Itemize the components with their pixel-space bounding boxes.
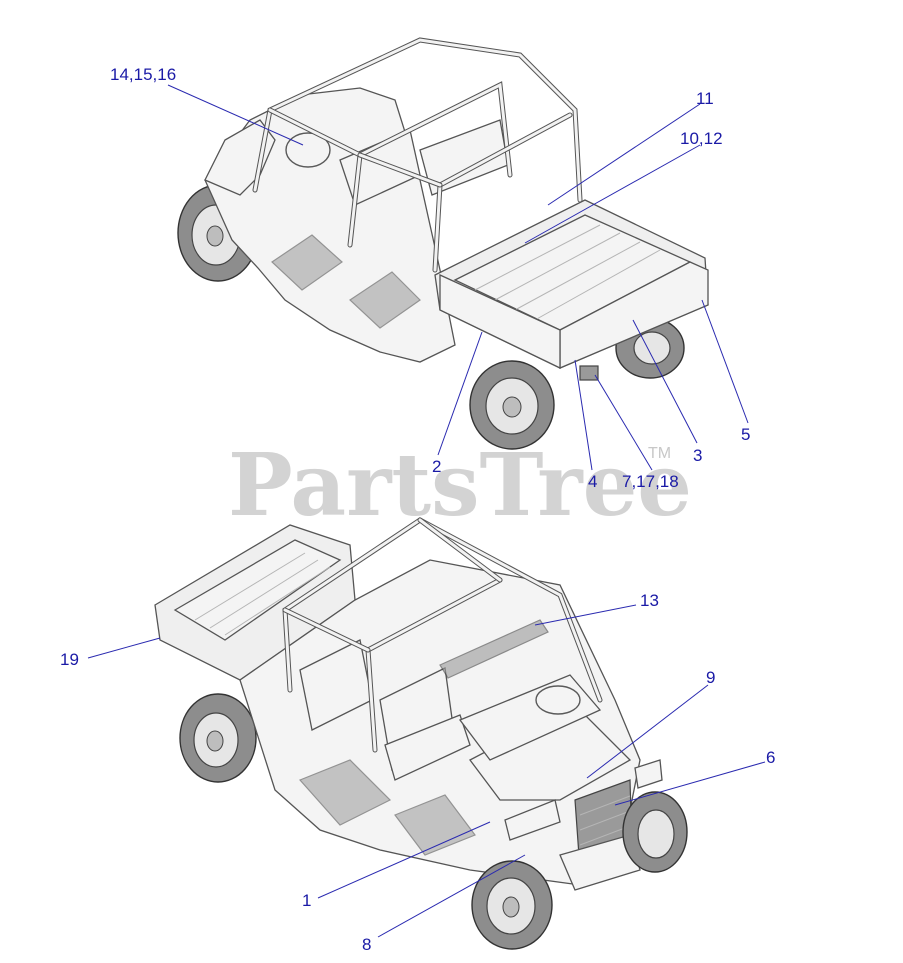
floor-top-rear [349,271,421,329]
leader-11 [547,103,701,206]
leader-5 [701,299,749,424]
cargo-bed-slats-bottom [194,552,331,636]
watermark: PartsTree TM [228,435,692,536]
callout-7-17-18: 7,17,18 [622,472,679,491]
steering-wheel-bottom [535,685,581,715]
vehicle-top-view [177,37,709,450]
bed-side-top [439,273,561,370]
callout-10-12: 10,12 [680,129,723,148]
callout-19: 19 [60,650,79,669]
callout-11: 11 [696,89,714,108]
watermark-text: PartsTree [228,435,692,536]
roll-cage-bottom [282,517,603,753]
vehicle-bottom-view [154,517,688,950]
callout-5: 5 [741,425,750,444]
wheel-top-rear-near [469,360,555,450]
callout-8: 8 [362,935,371,954]
callout-1: 1 [302,891,311,910]
leader-9 [586,684,709,779]
grille-slats [579,795,631,846]
leader-3 [632,319,698,444]
wheel-bottom-rear [179,693,257,783]
leader-6 [614,761,766,806]
floor-top-front [271,234,343,291]
headlight-left [504,799,561,841]
roll-cage-top [252,37,583,273]
dash-bottom [458,674,602,761]
wheel-bottom-front-near [471,860,553,950]
leader-4 [574,359,593,471]
leader-14-15-16 [167,84,304,146]
callout-14-15-16: 14,15,16 [110,65,176,84]
leader-10-12 [524,144,701,244]
leader-13 [534,604,637,626]
leader-1 [317,821,491,899]
steering-wheel-top [285,132,331,168]
roof-light-bar [439,619,549,679]
body-top-chassis [204,87,456,363]
leader-7-17-18 [594,374,653,471]
callout-labels: 14,15,16 11 10,12 5 3 2 4 7,17,18 13 9 1… [60,65,775,954]
floor-bottom-rear [298,759,392,826]
seat-bottom-cushion [384,714,471,781]
leader-8 [377,854,526,938]
wheel-bottom-front-far [622,791,688,873]
leader-lines [87,84,766,938]
leader-19 [87,637,161,659]
leader-2 [437,331,483,456]
floor-bottom-front [394,794,476,856]
watermark-trademark: TM [648,445,671,462]
callout-4: 4 [588,472,597,491]
callout-9: 9 [706,668,715,687]
callout-6: 6 [766,748,775,767]
hitch-top [579,365,599,381]
callout-3: 3 [693,446,702,465]
callout-2: 2 [432,457,441,476]
callout-13: 13 [640,591,659,610]
headlight-right [634,759,663,789]
cargo-bed-floor-bottom [173,539,342,641]
front-bumper [559,834,641,891]
cargo-bed-slats-top [474,224,661,321]
